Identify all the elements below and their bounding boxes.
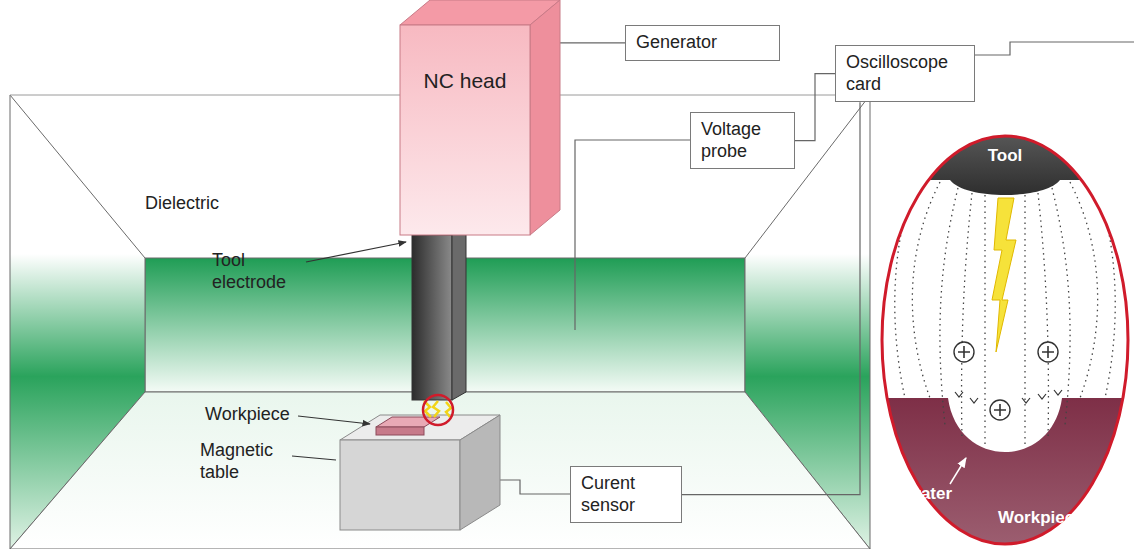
tool-electrode (412, 225, 466, 400)
medium-label: Dielectric (145, 193, 219, 215)
signal-connector (682, 102, 860, 494)
part-label: Tool electrode (212, 250, 307, 293)
signal-connector (795, 74, 835, 141)
spark (424, 401, 451, 417)
dielectric-tank (10, 95, 870, 549)
workpiece (376, 417, 440, 435)
inset-label: Crater (902, 484, 952, 504)
node-text: NC head (400, 69, 530, 93)
magnetic-table (340, 415, 500, 530)
spark-inset (878, 130, 1134, 549)
node-text: Generator (636, 32, 769, 54)
oscilloscope-box: Oscilloscope card (835, 45, 975, 102)
inset-outline (882, 136, 1128, 544)
cube-shape (400, 25, 530, 235)
node-text: Curent sensor (581, 473, 671, 516)
part-label: Magnetic table (200, 440, 292, 483)
generator-box: Generator (625, 25, 780, 61)
nc-head-block: NC head (400, 25, 530, 235)
current-sensor-box: Curent sensor (570, 466, 682, 523)
zoom-circle (423, 395, 453, 425)
inset-label: Tool (965, 146, 1045, 166)
signal-connector (530, 42, 625, 43)
part-label: Workpiece (205, 404, 290, 426)
inset-label: Workpiece (998, 508, 1084, 528)
leader-line (292, 242, 406, 460)
node-text: Voltage probe (701, 119, 784, 162)
node-text: Oscilloscope card (846, 52, 964, 95)
voltage-probe-box: Voltage probe (690, 112, 795, 169)
